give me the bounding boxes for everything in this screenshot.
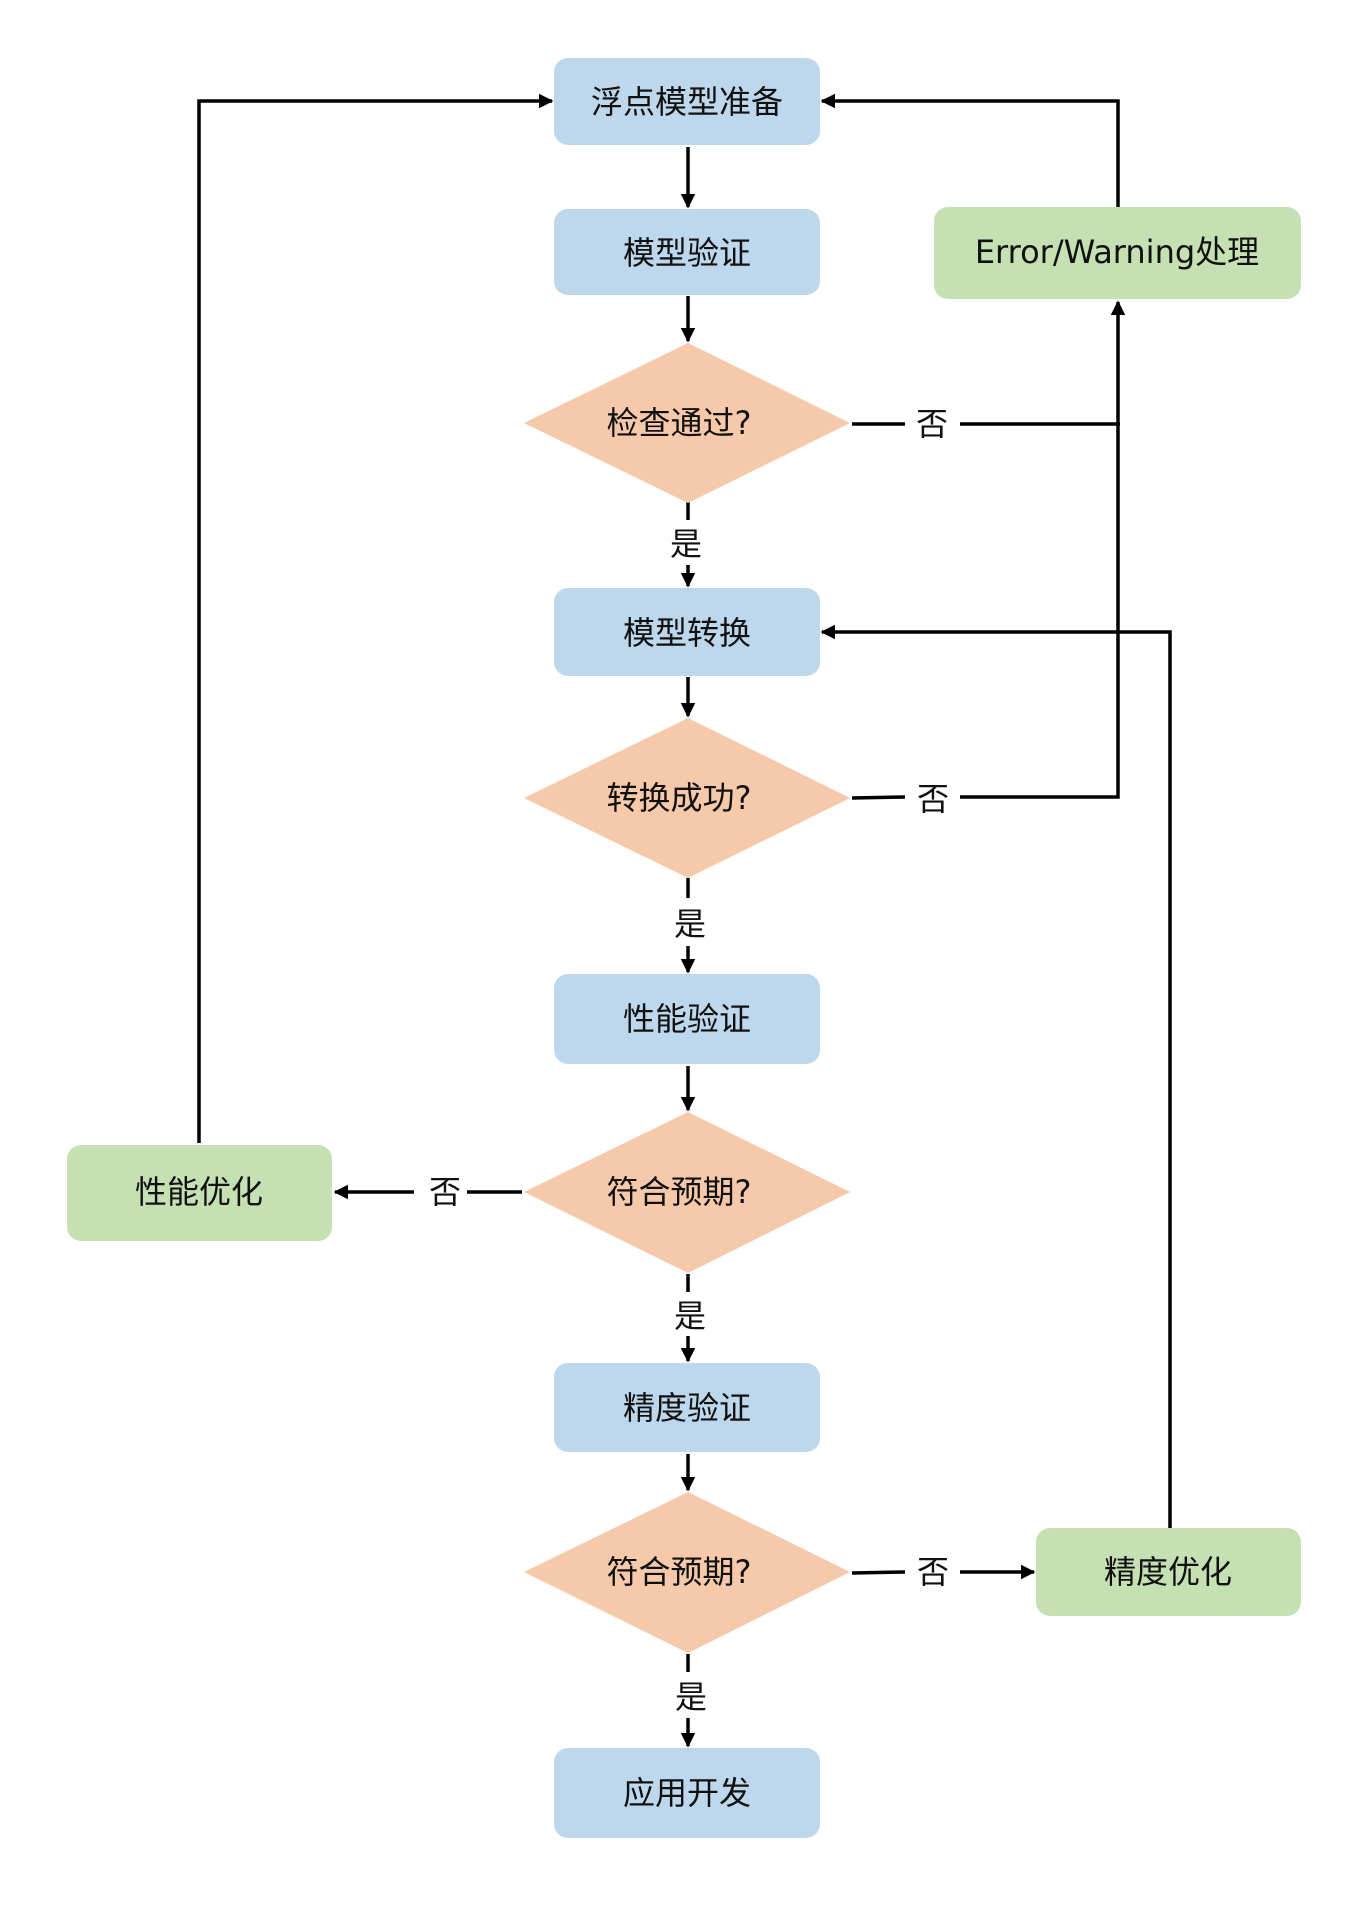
node-model-convert: 模型转换: [554, 588, 820, 676]
edge-convert-no-b: [960, 300, 1126, 799]
node-label: Error/Warning处理: [975, 233, 1259, 271]
edge-perfopt-to-prep: [197, 93, 554, 1143]
label-convert-no: 否: [917, 780, 949, 818]
label-perf-yes: 是: [674, 1297, 706, 1335]
node-perf-optimize: 性能优化: [67, 1145, 332, 1241]
node-label: 浮点模型准备: [591, 83, 783, 121]
node-label: 性能验证: [623, 1000, 751, 1038]
node-label: 应用开发: [623, 1774, 751, 1812]
node-label: 性能优化: [135, 1173, 263, 1211]
decision-label: 转换成功?: [607, 779, 752, 817]
edges: [197, 93, 1172, 1748]
node-perf-verify: 性能验证: [554, 974, 820, 1064]
edge-error-to-prep: [820, 93, 1120, 207]
decision-label: 检查通过?: [607, 404, 752, 442]
decision-label: 符合预期?: [607, 1553, 752, 1591]
label-convert-yes: 是: [674, 905, 706, 943]
node-error-handling: Error/Warning处理: [934, 207, 1301, 299]
node-label: 模型验证: [623, 234, 751, 272]
node-model-verify: 模型验证: [554, 209, 820, 295]
node-accuracy-verify: 精度验证: [554, 1363, 820, 1452]
decision-accuracy-ok: 符合预期?: [524, 1492, 850, 1653]
label-perf-no: 否: [429, 1173, 461, 1211]
edge-accopt-to-convert: [820, 624, 1172, 1528]
decision-check-passed: 检查通过?: [524, 343, 850, 503]
edge-convert-no-a: [851, 795, 906, 800]
node-label: 模型转换: [623, 614, 751, 652]
label-accuracy-yes: 是: [675, 1678, 707, 1716]
decision-perf-ok: 符合预期?: [524, 1112, 850, 1273]
decision-convert-success: 转换成功?: [524, 718, 850, 878]
label-check-yes: 是: [670, 525, 702, 563]
label-check-no: 否: [916, 405, 948, 443]
node-label: 精度优化: [1104, 1553, 1232, 1591]
node-label: 精度验证: [623, 1389, 751, 1427]
decision-label: 符合预期?: [607, 1173, 752, 1211]
edge-acc-no-a: [851, 1570, 906, 1575]
node-app-dev: 应用开发: [554, 1748, 820, 1838]
label-accuracy-no: 否: [917, 1553, 949, 1591]
node-accuracy-optimize: 精度优化: [1036, 1528, 1301, 1616]
node-float-model-prep: 浮点模型准备: [554, 58, 820, 145]
